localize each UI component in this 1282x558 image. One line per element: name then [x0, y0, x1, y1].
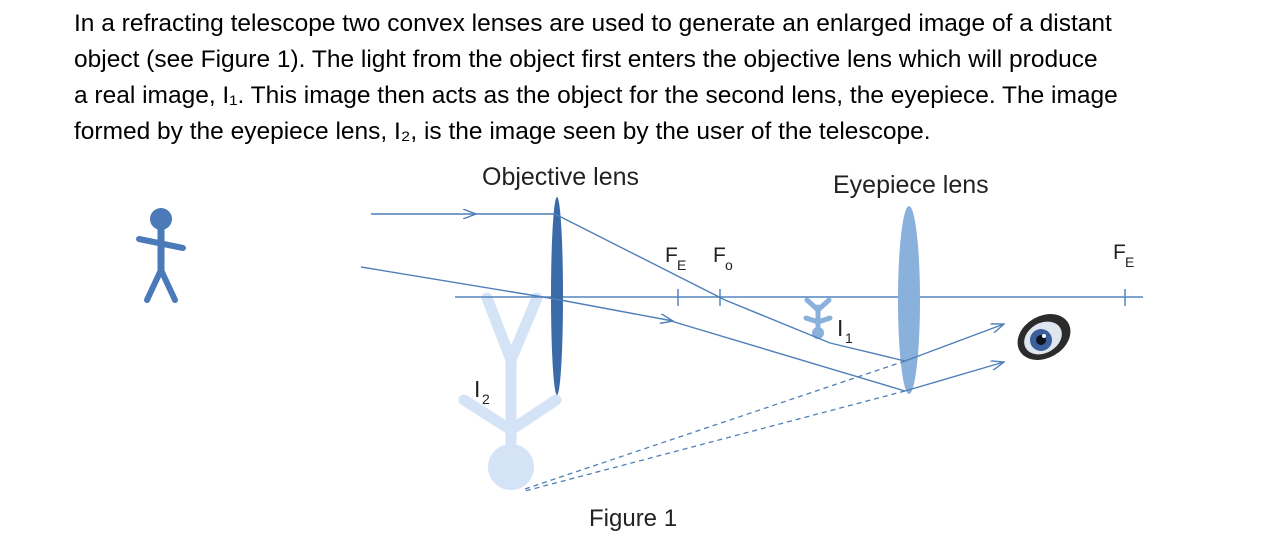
svg-text:I: I — [837, 315, 843, 341]
fo-label: F o — [713, 244, 733, 273]
eyepiece-lens — [898, 206, 920, 394]
fe-right-label: F E — [1113, 241, 1134, 270]
svg-text:F: F — [665, 244, 678, 267]
objective-lens-label: Objective lens — [482, 163, 639, 191]
paragraph-line-1: In a refracting telescope two convex len… — [74, 10, 1112, 37]
virtual-ray-extensions — [524, 360, 906, 492]
object-person-icon — [136, 208, 186, 303]
eye-icon — [1017, 314, 1071, 360]
svg-text:E: E — [1125, 254, 1134, 270]
svg-text:I: I — [474, 376, 480, 402]
svg-text:F: F — [1113, 241, 1126, 264]
light-rays — [360, 214, 1004, 392]
real-image-i1 — [803, 297, 833, 339]
fe-left-label: F E — [665, 244, 686, 273]
i1-label: I 1 — [837, 315, 853, 346]
svg-text:2: 2 — [482, 391, 490, 407]
paragraph-line-3: a real image, I₁. This image then acts a… — [74, 82, 1118, 109]
virtual-image-i2 — [458, 292, 562, 490]
svg-text:F: F — [713, 244, 726, 267]
objective-lens — [551, 197, 563, 395]
svg-text:E: E — [677, 257, 686, 273]
figure-caption: Figure 1 — [589, 505, 677, 532]
paragraph-line-2: object (see Figure 1). The light from th… — [74, 46, 1098, 73]
i2-label: I 2 — [474, 376, 490, 407]
svg-text:o: o — [725, 257, 733, 273]
eyepiece-lens-label: Eyepiece lens — [833, 171, 989, 199]
description-paragraph: In a refracting telescope two convex len… — [74, 6, 1264, 150]
svg-text:1: 1 — [845, 330, 853, 346]
paragraph-line-4: formed by the eyepiece lens, I₂, is the … — [74, 118, 931, 145]
